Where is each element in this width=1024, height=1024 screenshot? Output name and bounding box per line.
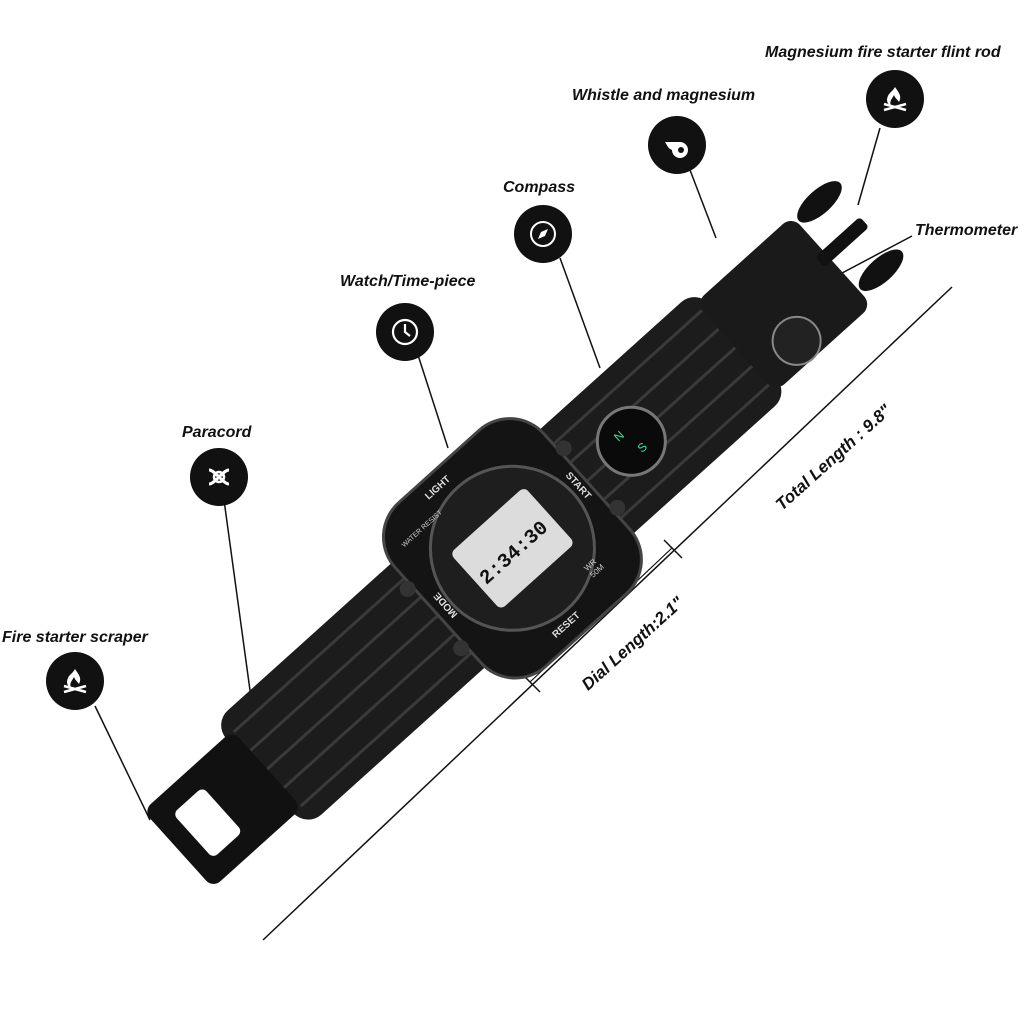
campfire-icon	[46, 652, 104, 710]
total-length-line	[262, 286, 953, 941]
knot-icon	[190, 448, 248, 506]
watch-label: Watch/Time-piece	[340, 273, 476, 290]
compass-dial	[595, 405, 667, 477]
watch-lcd	[452, 489, 573, 608]
campfire-icon	[866, 70, 924, 128]
thermometer-dial	[771, 315, 822, 366]
magnesium-rod-label: Magnesium fire starter flint rod	[765, 44, 1001, 61]
paracord-label: Paracord	[182, 424, 252, 441]
scraper-label: Fire starter scraper	[2, 629, 148, 646]
clock-icon	[376, 303, 434, 361]
dial-length-tick-end	[663, 539, 683, 559]
leader-lines	[94, 127, 913, 821]
thermometer-label: Thermometer	[915, 222, 1018, 239]
flint-rod	[816, 218, 868, 266]
whistle-label: Whistle and magnesium	[572, 87, 756, 104]
compass-label: Compass	[503, 179, 576, 196]
whistle-icon	[648, 116, 706, 174]
compass-icon	[514, 205, 572, 263]
